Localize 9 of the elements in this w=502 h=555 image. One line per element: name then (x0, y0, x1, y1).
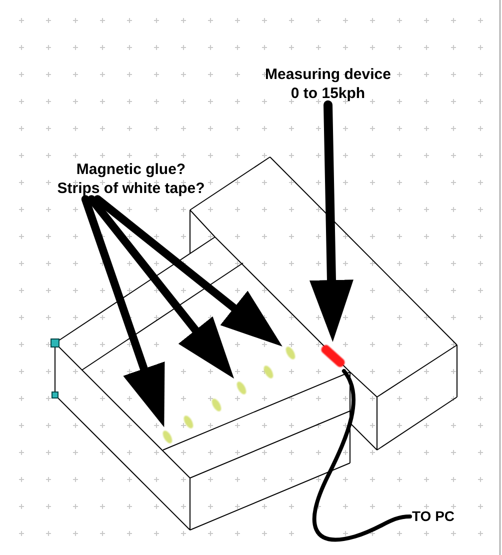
arrow (87, 195, 234, 379)
callout-text: Magnetic glue? Strips of white tape? (55, 160, 207, 198)
callout-text: TO PC (412, 507, 455, 526)
cable (312, 369, 412, 542)
sensor-device (320, 344, 346, 368)
callout-text: Measuring device 0 to 15kph (262, 65, 394, 103)
arrow (310, 100, 354, 342)
arrow (94, 195, 282, 347)
arrow (81, 195, 165, 428)
